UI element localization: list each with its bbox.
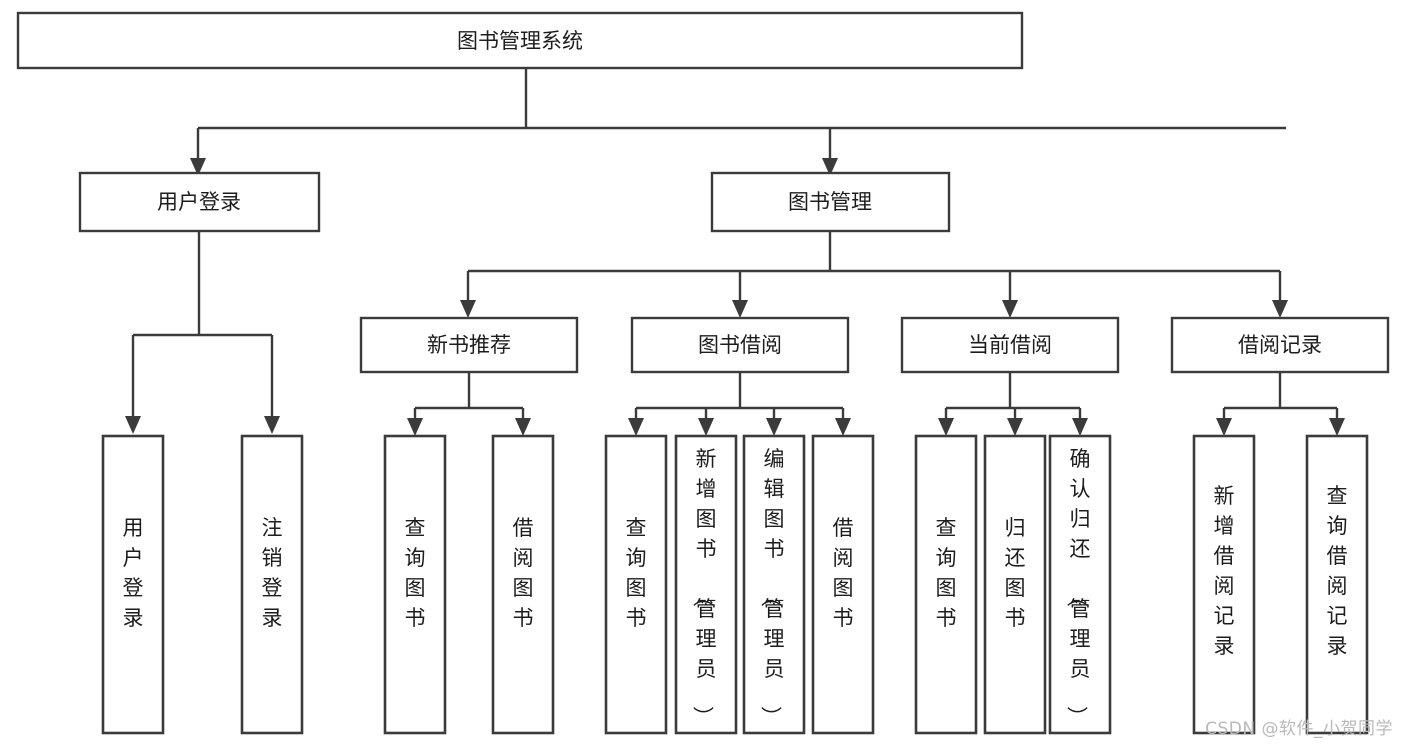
connector-root-to-level2 (190, 68, 1286, 176)
arrow-head-icon (1216, 418, 1232, 436)
leaf-query-book-current[interactable]: 查询图书 (914, 434, 978, 735)
leaf-query-borrow-record[interactable]: 查询借阅记录 (1305, 434, 1369, 735)
leaf-query-book-rec[interactable]: 查询图书 (383, 434, 447, 735)
node-borrow-record[interactable]: 借阅记录 (1170, 316, 1390, 374)
node-book-borrow[interactable]: 图书借阅 (630, 316, 850, 374)
arrow-head-icon (1002, 300, 1018, 318)
leaf-box (811, 434, 875, 735)
leaf-label: 查询图书 (405, 516, 426, 630)
node-user-login[interactable]: 用户登录 (78, 171, 321, 233)
book-manage-box (710, 171, 951, 233)
leaf-box (914, 434, 978, 735)
leaf-label: 新增图书（管理员） (691, 447, 717, 727)
node-book-manage[interactable]: 图书管理 (710, 171, 951, 233)
node-root[interactable]: 图书管理系统 (16, 11, 1024, 70)
arrow-head-icon (628, 418, 644, 436)
leaf-label: 借阅图书 (833, 516, 854, 630)
connector-new-book-rec-to-leaves (407, 372, 531, 436)
connector-book-borrow-to-leaves (628, 372, 851, 436)
leaf-box (101, 434, 165, 735)
arrow-head-icon (822, 158, 838, 176)
csdn-watermark: CSDN @软件_小贺同学 (1205, 719, 1393, 739)
new-book-rec-label: 新书推荐 (427, 333, 511, 357)
book-borrow-box (630, 316, 850, 374)
leaf-box (1192, 434, 1256, 735)
leaf-label: 查询图书 (626, 516, 647, 630)
leaf-borrow-book-2[interactable]: 借阅图书 (811, 434, 875, 735)
leaf-return-book[interactable]: 归还图书 (983, 434, 1047, 735)
arrow-head-icon (938, 418, 954, 436)
leaf-label: 注销登录 (262, 516, 283, 630)
leaf-add-book[interactable]: 新增图书（管理员） (674, 434, 738, 735)
leaf-confirm-return[interactable]: 确认归还（管理员） (1048, 434, 1112, 735)
arrow-head-icon (1329, 418, 1345, 436)
arrow-head-icon (1072, 418, 1088, 436)
leaf-box (1048, 434, 1112, 735)
leaf-box (240, 434, 304, 735)
leaf-user-login[interactable]: 用户登录 (101, 434, 165, 735)
leaf-add-borrow-record[interactable]: 新增借阅记录 (1192, 434, 1256, 735)
leaf-label: 归还图书 (1005, 516, 1026, 630)
borrow-record-label: 借阅记录 (1238, 333, 1322, 357)
book-manage-label: 图书管理 (788, 190, 872, 214)
arrow-head-icon (732, 300, 748, 318)
arrow-head-icon (407, 418, 423, 436)
leaf-box (604, 434, 668, 735)
node-new-book-rec[interactable]: 新书推荐 (359, 316, 579, 374)
node-current-borrow[interactable]: 当前借阅 (900, 316, 1120, 374)
current-borrow-box (900, 316, 1120, 374)
new-book-rec-box (359, 316, 579, 374)
arrow-head-icon (190, 158, 206, 176)
leaf-label: 用户登录 (123, 516, 144, 630)
root-label: 图书管理系统 (457, 29, 583, 53)
connector-current-borrow-to-leaves (938, 372, 1088, 436)
leaf-label: 编辑图书（管理员） (759, 447, 785, 727)
arrow-head-icon (264, 416, 280, 434)
leaf-box (383, 434, 447, 735)
leaf-label: 借阅图书 (513, 516, 534, 630)
arrow-head-icon (1272, 300, 1288, 318)
arrow-head-icon (1007, 418, 1023, 436)
leaf-label: 查询借阅记录 (1327, 484, 1348, 658)
arrow-head-icon (766, 418, 782, 436)
arrow-head-icon (835, 418, 851, 436)
leaf-borrow-book-rec[interactable]: 借阅图书 (491, 434, 555, 735)
borrow-record-box (1170, 316, 1390, 374)
leaf-label: 新增借阅记录 (1214, 484, 1235, 658)
leaf-box (983, 434, 1047, 735)
connector-borrow-record-to-leaves (1216, 372, 1345, 436)
book-borrow-label: 图书借阅 (698, 333, 782, 357)
arrow-head-icon (125, 416, 141, 434)
user-login-box (78, 171, 321, 233)
leaf-edit-book[interactable]: 编辑图书（管理员） (742, 434, 806, 735)
arrow-head-icon (698, 418, 714, 436)
leaf-logout-login[interactable]: 注销登录 (240, 434, 304, 735)
current-borrow-label: 当前借阅 (968, 333, 1052, 357)
connector-book-manage-to-level3 (460, 231, 1288, 318)
leaf-label: 确认归还（管理员） (1065, 447, 1091, 727)
leaf-box (1305, 434, 1369, 735)
arrow-head-icon (515, 418, 531, 436)
user-login-label: 用户登录 (157, 190, 241, 214)
leaf-box (674, 434, 738, 735)
leaf-box (742, 434, 806, 735)
leaf-box (491, 434, 555, 735)
leaf-label: 查询图书 (936, 516, 957, 630)
leaf-query-book-borrow[interactable]: 查询图书 (604, 434, 668, 735)
connector-user-login-to-leaves (125, 231, 280, 434)
arrow-head-icon (460, 300, 476, 318)
root-box (16, 11, 1024, 70)
